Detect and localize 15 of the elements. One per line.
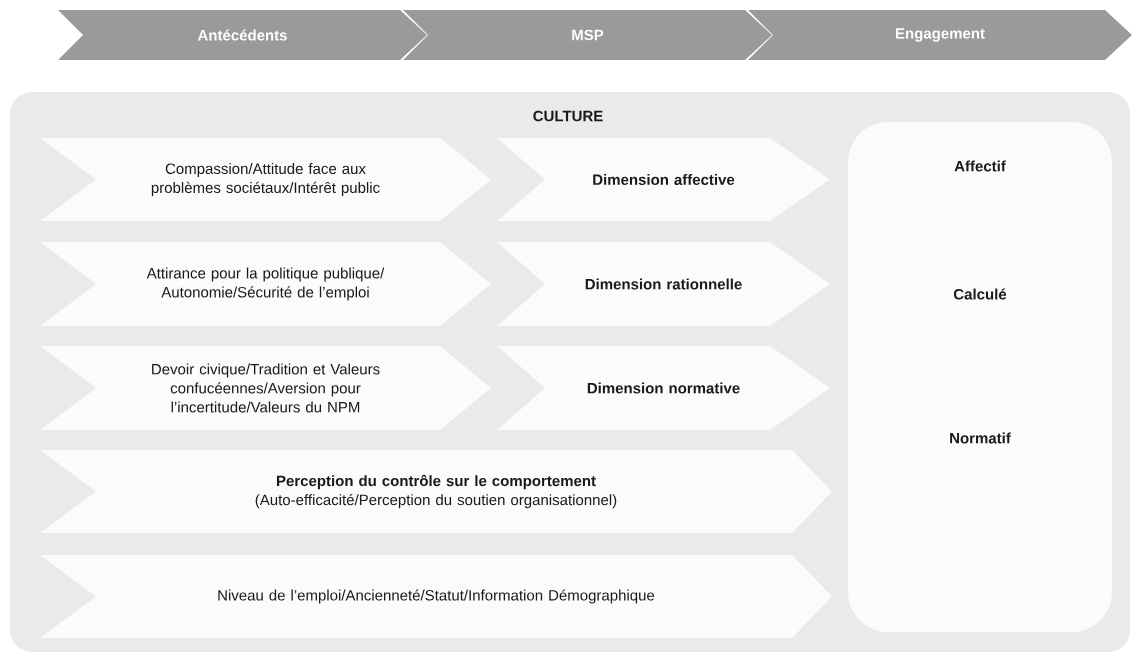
factor-box: Perception du contrôle sur le comportement (Auto-efficacité/Perception du soutien organisationnel) (40, 450, 832, 533)
stage-box: Engagement (748, 10, 1132, 60)
factor-box: Dimension normative (497, 346, 830, 430)
factor-box: Compassion/Attitude face aux problèmes sociétaux/Intérêt public (40, 138, 491, 221)
stage-box: Antécédents (58, 10, 427, 60)
factor-box: Niveau de l’emploi/Ancienneté/Statut/Information Démographique (40, 555, 832, 638)
node-label: Engagement (896, 28, 985, 42)
factor-box: Dimension rationnelle (497, 242, 830, 326)
stage-box: MSP (403, 10, 772, 60)
node-label: MSP (572, 29, 604, 41)
factor-box: Dimension affective (497, 138, 830, 221)
node-label: Antécédents (197, 29, 287, 41)
factor-box: Devoir civique/Tradition et Valeurs confucéennes/Aversion pour l’incertitude/Valeurs du NPM (40, 346, 491, 430)
commitment-box: Affectif Calculé Normatif (848, 122, 1112, 632)
factor-box: Attirance pour la politique publique/ Autonomie/Sécurité de l’emploi (40, 242, 491, 326)
